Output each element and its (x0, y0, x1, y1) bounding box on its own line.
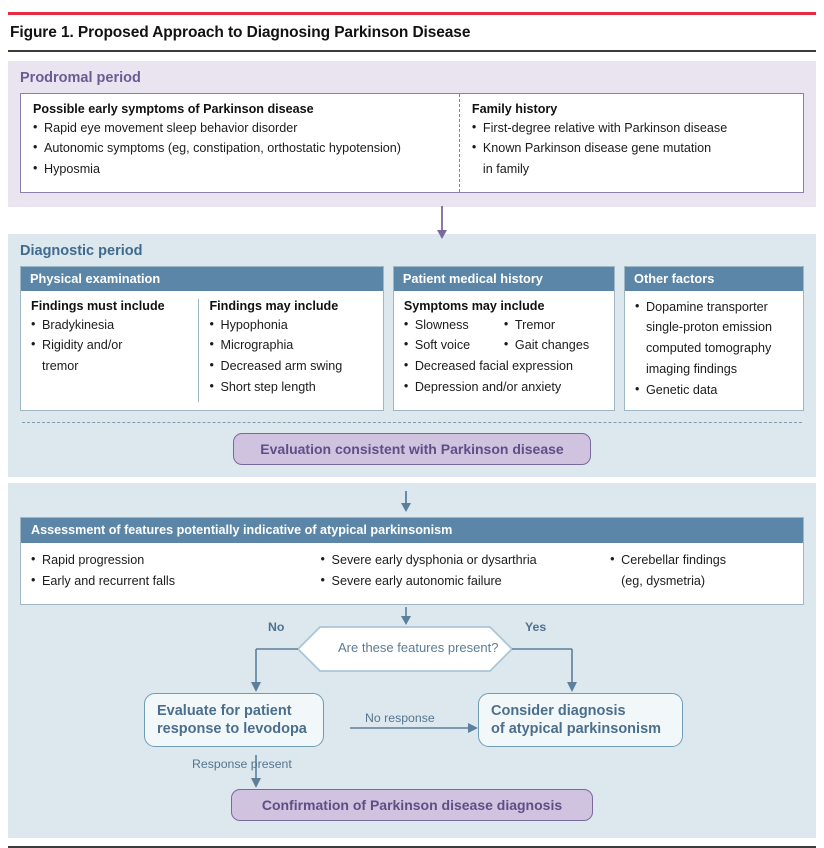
assessment-list-1: Rapid progression Early and recurrent fa… (31, 551, 321, 590)
list-item: Depression and/or anxiety (404, 378, 604, 396)
symptoms-column-right: Tremor Gait changes (504, 316, 604, 358)
list-item: Decreased arm swing (209, 357, 372, 375)
diagnostic-panel: Diagnostic period Physical examination F… (8, 233, 816, 478)
findings-may-include-column: Findings may include Hypophonia Microgra… (198, 298, 372, 403)
symptoms-title: Symptoms may include (403, 298, 545, 313)
symptoms-two-column: Slowness Soft voice Tremor Gait changes (404, 316, 604, 358)
diagnostic-heading: Diagnostic period (20, 242, 143, 259)
atypical-panel: Assessment of features potentially indic… (8, 483, 816, 838)
assessment-list-3: Cerebellar findings (eg, dysmetria) (610, 551, 793, 589)
findings-may-list: Hypophonia Micrographia Decreased arm sw… (209, 316, 372, 396)
symptoms-column-left: Slowness Soft voice (404, 316, 504, 358)
findings-must-title: Findings must include (31, 298, 165, 313)
flowchart: Are these features present? No Yes Evalu… (20, 606, 804, 821)
list-item: Hypophonia (209, 316, 372, 334)
card-patient-medical-history: Patient medical history Symptoms may inc… (392, 265, 615, 412)
list-item-continuation: computed tomography (645, 341, 772, 356)
box-consider-atypical: Consider diagnosis of atypical parkinson… (478, 692, 683, 748)
card-physical-examination: Physical examination Findings must inclu… (20, 265, 384, 412)
list-item: First-degree relative with Parkinson dis… (472, 119, 791, 137)
list-item-continuation: tremor (42, 359, 79, 374)
confirmation-pill-row: Confirmation of Parkinson disease diagno… (20, 788, 804, 821)
card-other-factors: Other factors Dopamine transporter singl… (623, 265, 804, 412)
list-item: Known Parkinson disease gene mutation (472, 139, 791, 157)
prodromal-symptoms-title: Possible early symptoms of Parkinson dis… (33, 101, 314, 116)
list-item-continuation: imaging findings (645, 361, 737, 376)
assessment-header: Assessment of features potentially indic… (21, 518, 803, 544)
list-item: Cerebellar findings (610, 551, 793, 569)
connector-prodromal-to-diagnostic (437, 205, 447, 239)
dashed-divider (22, 422, 802, 424)
card-header: Patient medical history (393, 266, 614, 291)
list-item: Dopamine transporter (635, 298, 793, 316)
list-item: Micrographia (209, 336, 372, 354)
list-item: Hyposmia (33, 160, 447, 178)
list-item: Severe early dysphonia or dysarthria (321, 551, 611, 569)
other-factors-list: Dopamine transporter single-proton emiss… (635, 298, 793, 399)
list-item: Soft voice (404, 336, 504, 354)
list-item: Bradykinesia (31, 316, 190, 334)
list-item: Rapid eye movement sleep behavior disord… (33, 119, 447, 137)
card-body: Findings must include Bradykinesia Rigid… (21, 291, 383, 411)
card-header: Physical examination (21, 266, 383, 291)
prodromal-panel: Prodromal period Possible early symptoms… (8, 60, 816, 207)
box-line-1: Evaluate for patient (157, 702, 292, 719)
connector-evaluation-to-assessment (401, 491, 411, 513)
prodromal-symptoms-list: Rapid eye movement sleep behavior disord… (33, 119, 447, 178)
list-item-continuation: (eg, dysmetria) (621, 574, 706, 589)
symptoms-list-left: Slowness Soft voice (404, 316, 504, 354)
symptoms-list-right: Tremor Gait changes (504, 316, 604, 354)
findings-may-title: Findings may include (209, 298, 339, 313)
symptoms-list-full: Decreased facial expression Depression a… (404, 357, 604, 396)
evaluation-pill-row: Evaluation consistent with Parkinson dis… (20, 433, 804, 466)
edge-label-no: No (268, 619, 285, 634)
diagnostic-cards-row: Physical examination Findings must inclu… (20, 265, 804, 412)
prodromal-family-history-column: Family history First-degree relative wit… (458, 93, 803, 192)
assessment-column-3: Cerebellar findings (eg, dysmetria) (610, 551, 793, 593)
list-item: Autonomic symptoms (eg, constipation, or… (33, 139, 447, 157)
list-item: Decreased facial expression (404, 357, 604, 375)
card-header: Other factors (624, 266, 803, 291)
list-item: Slowness (404, 316, 504, 334)
box-evaluate-levodopa: Evaluate for patient response to levodop… (144, 692, 324, 748)
prodromal-symptoms-column: Possible early symptoms of Parkinson dis… (21, 94, 459, 192)
findings-must-include-column: Findings must include Bradykinesia Rigid… (31, 299, 198, 403)
assessment-column-2: Severe early dysphonia or dysarthria Sev… (321, 551, 611, 593)
family-history-title: Family history (471, 101, 558, 116)
list-item-continuation: single-proton emission (645, 320, 772, 335)
prodromal-box: Possible early symptoms of Parkinson dis… (20, 92, 804, 193)
list-item: Rapid progression (31, 551, 321, 569)
list-item-continuation: in family (482, 161, 530, 176)
edge-label-yes: Yes (525, 619, 547, 634)
list-item: Gait changes (504, 336, 604, 354)
box-line-2: of atypical parkinsonism (491, 720, 662, 737)
assessment-list-2: Severe early dysphonia or dysarthria Sev… (321, 551, 611, 590)
flowchart-edges (251, 606, 577, 788)
edge-label-no-response: No response (365, 710, 435, 725)
confirmation-pill: Confirmation of Parkinson disease diagno… (230, 788, 594, 821)
card-body: Symptoms may include Slowness Soft voice… (394, 291, 614, 411)
family-history-list: First-degree relative with Parkinson dis… (472, 119, 791, 178)
assessment-box: Assessment of features potentially indic… (20, 517, 804, 605)
list-item: Tremor (504, 316, 604, 334)
box-line-2: response to levodopa (157, 720, 307, 737)
evaluation-pill: Evaluation consistent with Parkinson dis… (233, 433, 591, 466)
figure-page: Figure 1. Proposed Approach to Diagnosin… (0, 12, 824, 848)
list-item: Early and recurrent falls (31, 572, 321, 590)
list-item: Rigidity and/or (31, 336, 190, 354)
findings-must-list: Bradykinesia Rigidity and/or tremor (31, 316, 190, 375)
box-line-1: Consider diagnosis (491, 702, 626, 719)
edge-label-response-present: Response present (192, 756, 292, 771)
title-divider (8, 50, 816, 52)
assessment-column-1: Rapid progression Early and recurrent fa… (31, 551, 321, 593)
card-body: Dopamine transporter single-proton emiss… (625, 291, 803, 411)
page-title: Figure 1. Proposed Approach to Diagnosin… (10, 24, 471, 41)
decision-node-label: Are these features present? (338, 639, 499, 655)
list-item: Genetic data (635, 381, 793, 399)
prodromal-heading: Prodromal period (20, 69, 141, 86)
list-item: Severe early autonomic failure (321, 572, 611, 590)
top-accent-rule (8, 12, 816, 15)
list-item: Short step length (209, 378, 372, 396)
assessment-body: Rapid progression Early and recurrent fa… (21, 543, 803, 603)
